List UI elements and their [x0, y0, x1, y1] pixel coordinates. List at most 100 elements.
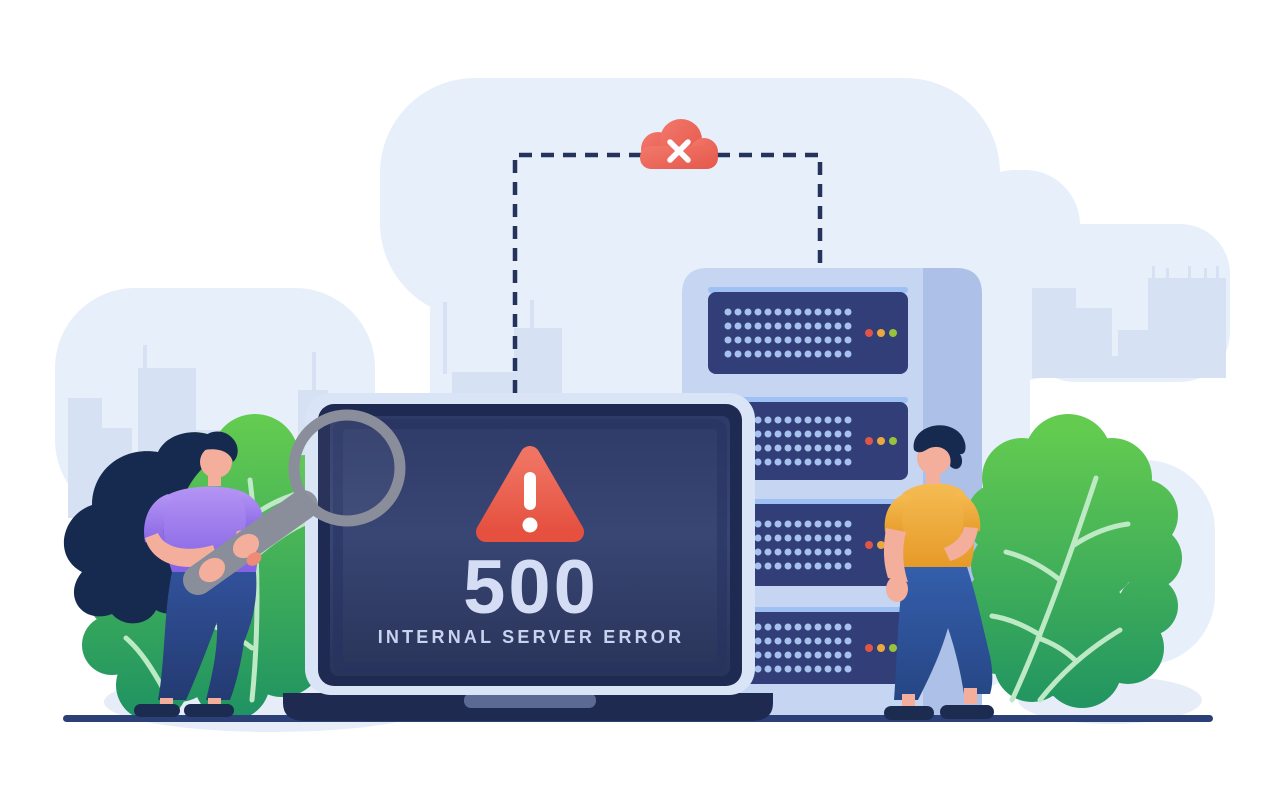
server-dot	[804, 637, 812, 645]
woman-thumb	[246, 552, 262, 566]
server-dot	[784, 534, 792, 542]
server-dot	[754, 651, 762, 659]
server-dot	[834, 651, 842, 659]
server-dot	[804, 458, 812, 466]
error-message: INTERNAL SERVER ERROR	[378, 627, 685, 647]
server-dot	[804, 350, 812, 358]
server-dot	[764, 322, 772, 330]
server-dot	[814, 322, 822, 330]
server-dot	[774, 322, 782, 330]
server-dot	[814, 416, 822, 424]
laptop-hinge	[464, 693, 596, 708]
woman-head	[200, 446, 232, 478]
server-dot	[834, 534, 842, 542]
server-dot	[794, 520, 802, 528]
server-dot	[754, 520, 762, 528]
server-dot	[764, 651, 772, 659]
server-dot	[844, 637, 852, 645]
server-dot	[774, 548, 782, 556]
server-dot	[804, 416, 812, 424]
server-dot	[764, 520, 772, 528]
man-left-forearm	[883, 528, 908, 582]
server-dot	[824, 548, 832, 556]
woman-ankle	[208, 698, 221, 708]
server-dot	[844, 458, 852, 466]
dashed-connection-line	[512, 152, 823, 393]
server-dot	[764, 548, 772, 556]
woman-hand	[232, 533, 260, 559]
server-dot	[814, 458, 822, 466]
server-unit	[708, 397, 908, 480]
server-dot	[834, 444, 842, 452]
server-dot	[794, 336, 802, 344]
server-dot	[784, 308, 792, 316]
server-dot	[844, 562, 852, 570]
woman-shoe	[134, 704, 180, 717]
server-dot	[784, 623, 792, 631]
server-dot	[844, 548, 852, 556]
server-dot	[754, 322, 762, 330]
man-hand	[886, 576, 908, 602]
server-dot	[814, 665, 822, 673]
server-dot	[814, 444, 822, 452]
server-led-icon	[889, 329, 897, 337]
server-dot	[764, 623, 772, 631]
server-dot	[774, 458, 782, 466]
man-shoe	[884, 706, 934, 720]
server-dot	[764, 336, 772, 344]
server-dot	[814, 430, 822, 438]
server-dot	[834, 562, 842, 570]
server-dot	[794, 350, 802, 358]
warning-triangle-icon	[476, 446, 584, 542]
server-dot	[754, 444, 762, 452]
server-dot	[794, 665, 802, 673]
server-dot	[804, 336, 812, 344]
server-dot	[824, 430, 832, 438]
server-dot	[764, 416, 772, 424]
server-led-icon	[889, 644, 897, 652]
server-dot	[834, 416, 842, 424]
server-led-icon	[877, 329, 885, 337]
man-jeans	[894, 558, 993, 700]
woman-left-forearm	[145, 533, 218, 567]
server-dot	[784, 548, 792, 556]
server-dot	[794, 562, 802, 570]
woman-neck	[208, 472, 221, 486]
server-dot	[774, 520, 782, 528]
man-right-forearm	[944, 527, 978, 561]
server-led-icon	[865, 541, 873, 549]
server-dot	[724, 308, 732, 316]
server-dot	[814, 651, 822, 659]
server-dot	[784, 651, 792, 659]
exclamation-icon	[522, 472, 538, 533]
x-mark-icon	[667, 139, 691, 163]
server-dot	[724, 336, 732, 344]
server-dot	[784, 350, 792, 358]
server-dot	[754, 308, 762, 316]
server-dot	[834, 308, 842, 316]
man-left-sleeve	[884, 494, 912, 538]
server-dot	[804, 651, 812, 659]
server-dot	[774, 534, 782, 542]
server-dot	[784, 520, 792, 528]
server-dot	[824, 562, 832, 570]
server-dot	[774, 637, 782, 645]
server-dot	[844, 534, 852, 542]
server-dot	[834, 637, 842, 645]
server-dot	[764, 430, 772, 438]
server-dot	[764, 534, 772, 542]
server-dot	[814, 336, 822, 344]
server-dot	[804, 444, 812, 452]
server-dot	[844, 322, 852, 330]
server-dot	[784, 562, 792, 570]
server-dot	[764, 308, 772, 316]
server-dot	[734, 336, 742, 344]
man-ankle	[964, 688, 977, 704]
server-dot	[764, 350, 772, 358]
server-dot	[744, 350, 752, 358]
server-dot	[724, 350, 732, 358]
server-dot	[774, 350, 782, 358]
server-dot	[784, 430, 792, 438]
server-dot	[774, 651, 782, 659]
